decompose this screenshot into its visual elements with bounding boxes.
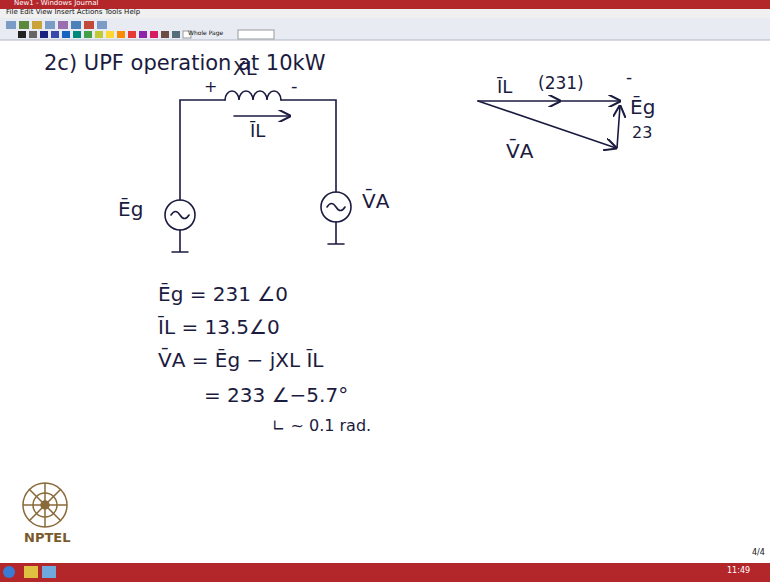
wire [180, 100, 225, 200]
voltage-phasor [478, 101, 616, 148]
taskbar [0, 563, 770, 582]
source-symbol [321, 192, 351, 222]
ground-symbol [328, 222, 344, 244]
magnitude-label: 23 [632, 124, 652, 142]
page-edge [0, 40, 770, 41]
equation: Ēg = 231 ∠0 [158, 283, 288, 305]
polarity-sign: + [204, 78, 217, 96]
phasor-label: V̄A [506, 140, 533, 162]
polarity-sign: - [291, 76, 298, 96]
current-arrow [234, 115, 290, 117]
circuit [165, 91, 351, 252]
window-title: New1 - Windows Journal [14, 0, 98, 8]
taskbar-icon [42, 566, 56, 578]
start-button [3, 566, 15, 578]
equation: V̄A = Ēg − jXL ĪL [158, 349, 323, 371]
equation: ĪL = 13.5∠0 [158, 316, 280, 338]
source-symbol [165, 200, 195, 230]
tilde [171, 212, 189, 219]
tilde [327, 204, 345, 211]
phasor-label: ĪL [497, 77, 512, 97]
toolbar-icons [6, 21, 274, 39]
taskbar-icon [24, 566, 38, 578]
heading: 2c) UPF operation at 10kW [44, 52, 326, 75]
source-label: Ēg [118, 198, 143, 220]
current-phasor [478, 100, 560, 102]
drop-phasor [617, 106, 620, 148]
phasor-label: Ēg [630, 96, 655, 118]
phasor-diagram [478, 101, 620, 148]
page-number: 4/4 [752, 549, 765, 558]
current-label: ĪL [250, 121, 265, 141]
sign-label: - [626, 68, 632, 87]
ground-symbol [172, 230, 188, 252]
source-label: V̄A [362, 190, 389, 212]
reactance-label: XL [233, 58, 257, 79]
wire [281, 100, 336, 192]
title-bar [0, 0, 770, 9]
nptel-logo [23, 483, 67, 527]
inductor-symbol [225, 91, 281, 100]
menu-bar [0, 9, 770, 18]
note: ∟ ~ 0.1 rad. [272, 417, 371, 435]
clock: 11:49 [727, 567, 750, 576]
magnitude-label: (231) [538, 74, 584, 93]
toolbar [0, 18, 770, 40]
logo-text: NPTEL [24, 531, 70, 545]
zoom-selector: Whole Page [188, 30, 223, 37]
menu-items: File Edit View Insert Actions Tools Help [6, 9, 140, 17]
equation: = 233 ∠−5.7° [204, 384, 348, 406]
voltage-phasor [560, 100, 620, 102]
